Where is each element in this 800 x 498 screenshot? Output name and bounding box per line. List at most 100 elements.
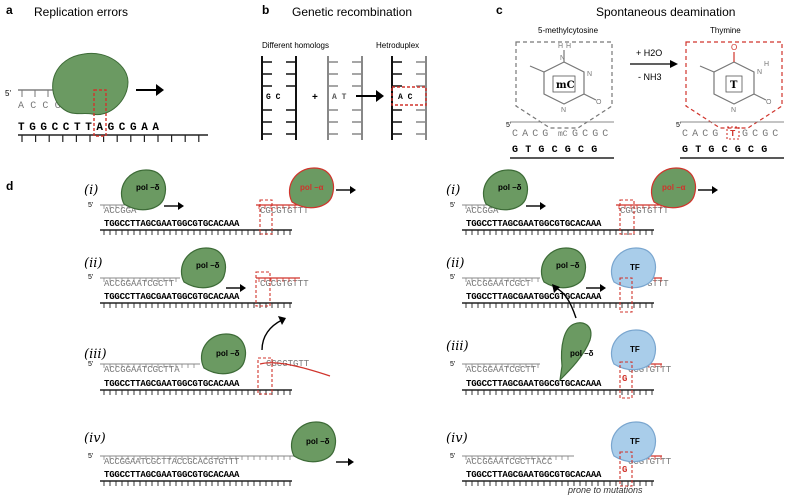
panel-d-bottom-strand: TGGCCTTAGCGAATGGCGTGCACAAA (104, 219, 240, 229)
d-left-ii-pol-delta-label: pol –δ (196, 261, 220, 270)
panel-b-mismatch-box (391, 86, 427, 106)
panel-b-arrow-head (376, 90, 384, 102)
panel-d-top-strand: ACCGGA (466, 206, 499, 216)
panel-a-polymerase-blob (52, 52, 129, 116)
panel-d-prime: 5' (450, 202, 455, 209)
panel-d-right-column: (i) (ii) (iii) (iv) (446, 183, 469, 446)
panel-c-right-bottom-strand: GTGCGCG (682, 145, 774, 156)
panel-c-left-h: H (558, 43, 563, 50)
panel-b-homologs-label: Different homologs (262, 41, 329, 50)
panel-a: a Replication errors 5' ACCGAG G TGGCCTT… (5, 3, 208, 142)
panel-d-top-strand: ACCGGAATCGCTTA (104, 365, 180, 375)
panel-c-right-base: T (730, 80, 738, 91)
panel-c-right-methyl (699, 65, 715, 73)
panel-c-left-name: 5-methylcytosine (538, 26, 599, 35)
panel-c-left-n3: N (587, 71, 592, 78)
d-right-iii-tf-label: TF (630, 345, 640, 354)
panel-d-bottom-strand: TGGCCTTAGCGAATGGCGTGCACAAA (466, 219, 602, 229)
panel-b-ac: A C (398, 93, 413, 102)
panel-d-right-row-label: (ii) (446, 256, 464, 271)
d-right-iii-mismatch-base: G (622, 374, 627, 384)
panel-c-left-top-strand2: GCGC (572, 129, 612, 140)
panel-d-prime: 5' (88, 453, 93, 460)
panel-a-mismatch-box (93, 89, 107, 137)
d-left-ii-mismatch-box (255, 271, 271, 307)
panel-d-red-top-strand: GCGTGTTT (628, 457, 672, 467)
d-left-i-pol-delta-label: pol –δ (136, 183, 160, 192)
d-left-iv-pol-delta (290, 421, 337, 463)
d-left-iii-mismatch-box (257, 357, 273, 395)
d-left-ii-pol-delta (180, 247, 227, 289)
d-left-iii-curved-arrow-head (278, 316, 286, 325)
d-left-iii-pol-delta (200, 333, 247, 375)
panel-c-reagent-remove: - NH3 (638, 72, 662, 82)
panel-c: c Spontaneous deamination 5-methylcytosi… (496, 3, 784, 159)
panel-d-letter: d (6, 179, 13, 193)
panel-c-left-bottom-strand: GTGCGCG (512, 145, 604, 156)
panel-d-left-row-label: (ii) (84, 256, 102, 271)
panel-d-right-strands: 5' ACCGGA CGCGTGTTT TGGCCTTAGCGAATGGCGTG… (450, 202, 672, 495)
panel-d-red-top-strand: CGCGTGTT (266, 359, 310, 369)
d-right-iii-curved-arrow-head (552, 284, 560, 293)
d-left-iv-arrow-head (348, 458, 354, 466)
d-right-iv-tf-label: TF (630, 437, 640, 446)
panel-d-right-row-label: (iii) (446, 339, 469, 354)
panel-d-bottom-strand: TGGCCTTAGCGAATGGCGTGCACAAA (466, 292, 602, 302)
panel-c-right-name: Thymine (710, 26, 741, 35)
d-right-ii-arrow-head (600, 284, 606, 292)
panel-c-right-carbonyl (753, 93, 767, 101)
panel-c-right-o-top: O (731, 43, 737, 52)
panel-c-right-base-box (725, 75, 743, 93)
panel-b-title: Genetic recombination (292, 5, 412, 19)
panel-c-arrow-head (670, 60, 678, 68)
panel-d-shapes: GG (100, 167, 718, 487)
panel-c-right-box (685, 41, 783, 129)
panel-c-left-mc: mC (558, 130, 568, 139)
panel-c-left-o: O (596, 99, 602, 106)
d-right-iii-pol-delta (559, 322, 592, 382)
d-left-ii-arrow-head (240, 284, 246, 292)
d-left-i-arrow-head (178, 202, 184, 210)
d-right-iii-tf (610, 329, 657, 371)
d-right-iii-curved-arrow (555, 287, 577, 319)
panel-b-gc: G C (266, 93, 281, 102)
d-left-i-pol-alpha (288, 167, 335, 209)
panel-c-left-n1: N (561, 107, 566, 114)
d-right-ii-pol-delta-label: pol –δ (556, 261, 580, 270)
panel-c-left-base-box (552, 75, 576, 93)
panel-d-left-row: (i) (ii) (iii) (iv) (84, 183, 107, 446)
panel-d-left-row-label: (iv) (84, 431, 106, 446)
panel-d-top-strand: ACCGGAATCGCT (466, 279, 531, 289)
panel-b-letter: b (262, 3, 269, 17)
panel-c-letter: c (496, 3, 503, 17)
panel-d-red-top-strand: GCGTGTTT (628, 365, 672, 375)
panel-c-right-t-box (726, 126, 740, 140)
panel-c-right-n1: N (731, 107, 736, 114)
panel-a-bottom-strand: TGGCCTTAGCGAA (18, 122, 164, 134)
panel-c-left-prime: 5' (506, 122, 511, 129)
panel-d-prime: 5' (88, 361, 93, 368)
panel-d-left-row-label: (iii) (84, 347, 107, 362)
d-right-i-arrow2-head (712, 186, 718, 194)
panel-d-bottom-strand: TGGCCTTAGCGAATGGCGTGCACAAA (104, 470, 240, 480)
panel-d-red-top-strand: CGCGTGTTT (260, 206, 309, 216)
panel-d-top-strand: ACCGGAATCGCTT (104, 279, 175, 289)
panel-c-title: Spontaneous deamination (596, 5, 735, 19)
panel-c-left-box (515, 41, 613, 129)
d-right-iv-mismatch-base: G (622, 465, 627, 475)
panel-d-right-row-label: (iv) (446, 431, 468, 446)
panel-c-right-t: T (730, 129, 736, 139)
panel-c-left-n-top: N (560, 55, 565, 62)
panel-c-left-methyl (529, 65, 545, 73)
panel-b: b Genetic recombination Different homolo… (261, 3, 427, 140)
panel-d-left-column: (i) (ii) (iii) (iv) (84, 183, 107, 446)
panel-d-top-strand: ACCGGAATCGCTTACC (466, 457, 553, 467)
panel-d: d (i) (ii) (iii) (iv) (i) (ii) (iii) (iv… (6, 167, 718, 495)
panel-c-right-top-strand: CACG (682, 129, 722, 140)
d-right-iii-pol-delta-label: pol –δ (570, 349, 594, 358)
panel-d-prime: 5' (450, 274, 455, 281)
d-left-iv-pol-delta-label: pol –δ (306, 437, 330, 446)
panel-d-red-top-strand: CGCGTGTTT (620, 206, 669, 216)
panel-d-left-row-label: (i) (84, 183, 98, 198)
